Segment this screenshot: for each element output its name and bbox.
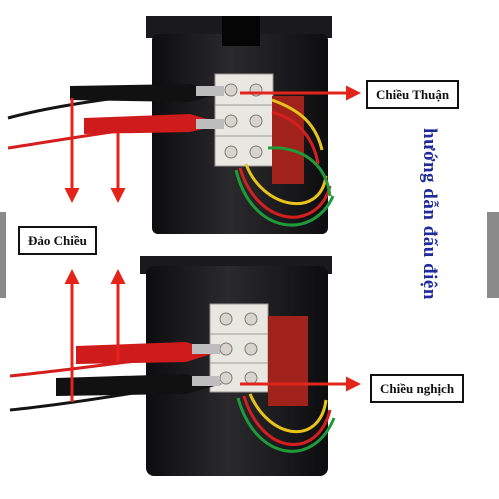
direction-arrows [64,85,361,402]
bottom-red-clip [76,342,218,364]
bottom-black-clip [56,374,222,396]
bottom-capacitor [268,316,308,406]
reverse-direction-label: Đảo Chiều [18,226,97,255]
top-capacitor [272,96,304,184]
top-terminal-block [214,73,274,167]
top-black-clip [70,84,224,102]
right-grey-tab [487,212,499,298]
forward-direction-label: Chiều Thuận [366,80,460,109]
left-grey-tab [0,212,6,298]
top-red-clip [84,114,224,134]
wiring-guide-text: hướng dẫn đấu điện [419,128,440,300]
backward-direction-label: Chiều nghịch [370,374,465,403]
